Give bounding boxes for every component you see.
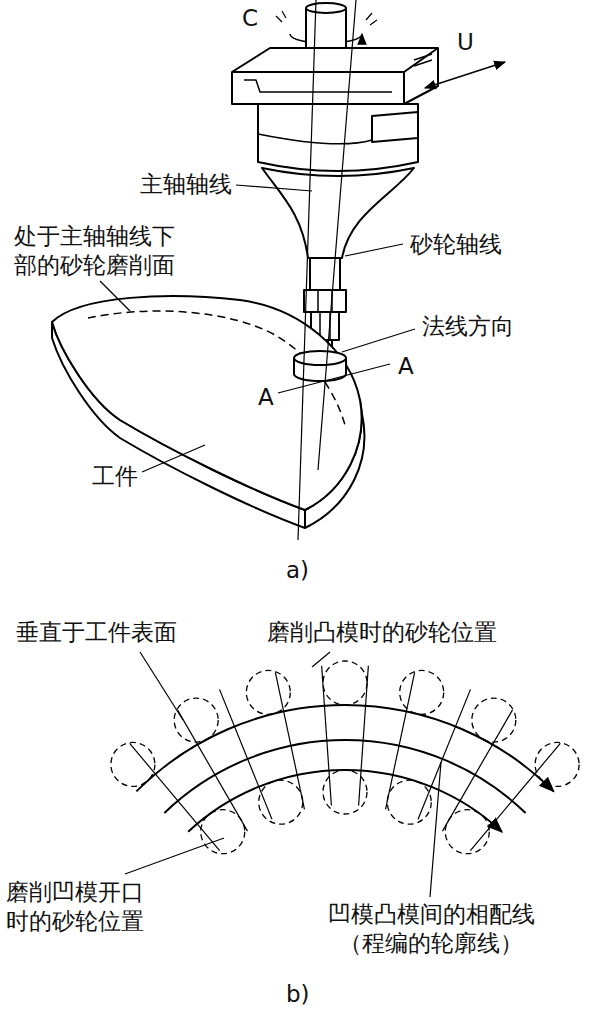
leader-line bbox=[312, 652, 330, 667]
leader-line bbox=[125, 838, 224, 874]
wheel-position bbox=[111, 742, 155, 786]
normal-line bbox=[220, 689, 272, 819]
axis-lines bbox=[278, 0, 390, 540]
wheel-position bbox=[535, 742, 579, 786]
profile-arc bbox=[164, 740, 525, 813]
callout-label: 磨削凹模开口时的砂轮位置 bbox=[4, 878, 163, 936]
callout-label: 处于主轴轴线下部的砂轮磨削面 bbox=[12, 222, 191, 280]
normal-line bbox=[418, 689, 470, 819]
grinder-head bbox=[232, 3, 505, 354]
grinding-wheel bbox=[294, 351, 346, 381]
wheel-position bbox=[400, 670, 444, 714]
callout-label: A bbox=[396, 352, 416, 381]
leader-line bbox=[140, 652, 183, 720]
callout-label: 法线方向 bbox=[420, 312, 516, 341]
normal-line bbox=[386, 672, 415, 809]
callout-label: a) bbox=[284, 556, 311, 585]
workpiece bbox=[52, 296, 364, 528]
callout-label: 砂轮轴线 bbox=[408, 230, 504, 259]
leader-line bbox=[430, 762, 441, 897]
wheel-position bbox=[246, 670, 290, 714]
callout-label: 凹模凸模间的相配线（程编的轮廓线） bbox=[318, 900, 544, 958]
callout-label: A bbox=[256, 383, 276, 412]
wheel-position bbox=[387, 780, 431, 824]
callout-label: U bbox=[455, 28, 476, 57]
wheel-position bbox=[445, 810, 489, 854]
profile-arc bbox=[188, 770, 502, 832]
profile-diagram bbox=[111, 652, 579, 897]
wheel-position bbox=[201, 810, 245, 854]
wheel-position bbox=[472, 698, 516, 742]
callout-label: 磨削凸模时的砂轮位置 bbox=[265, 618, 499, 647]
callout-label: C bbox=[240, 4, 260, 33]
wheel-position bbox=[259, 780, 303, 824]
callout-label: b) bbox=[284, 980, 312, 1009]
callout-label: 主轴轴线 bbox=[138, 170, 234, 199]
wheel-position bbox=[323, 770, 367, 814]
normal-line bbox=[470, 743, 560, 850]
callout-label: 工件 bbox=[90, 462, 140, 491]
wheel-position bbox=[174, 698, 218, 742]
callout-label: 垂直于工件表面 bbox=[14, 618, 179, 647]
wheel-position bbox=[323, 661, 367, 705]
